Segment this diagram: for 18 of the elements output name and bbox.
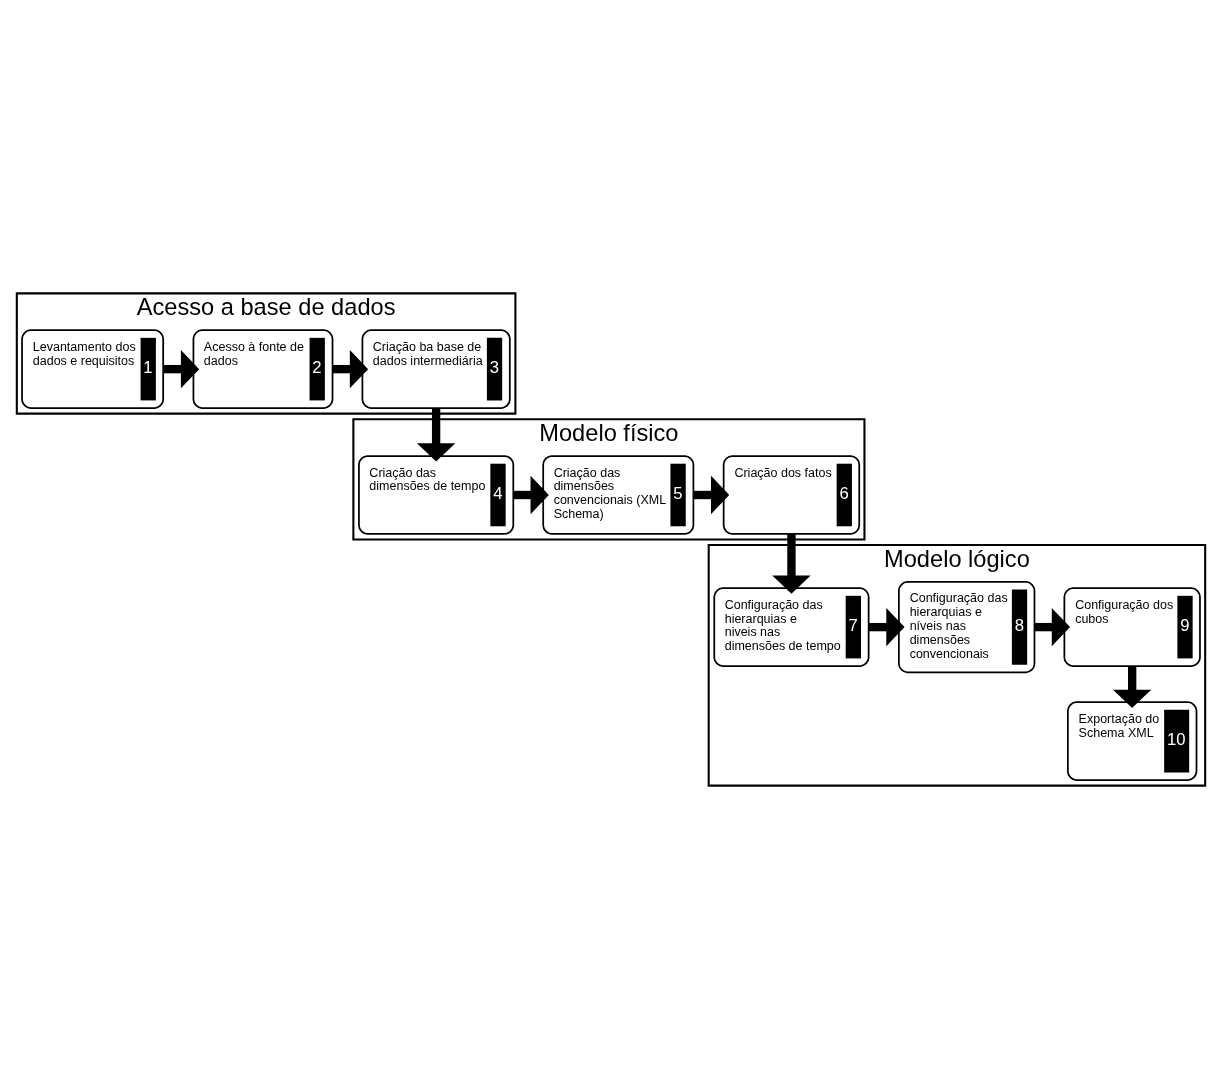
node-box: Configuração dos cubos 9 <box>1063 587 1201 667</box>
arrow <box>513 475 549 515</box>
node-box: Exportação do Schema XML 10 <box>1067 701 1198 781</box>
node-box: Criação das dimensões de tempo 4 <box>358 455 515 535</box>
node-box: Criação dos fatos 6 <box>722 455 861 535</box>
arrow <box>1113 666 1152 708</box>
arrow <box>416 408 456 462</box>
arrow <box>693 475 730 515</box>
node-box: Configuração das hierarquias e niveis nas dimensões de tempo 7 <box>713 587 870 667</box>
node-box: Configuração das hierarquias e níveis nas dimensões convencionais 8 <box>898 581 1036 674</box>
node-box: Acesso à fonte de dados 2 <box>192 329 334 409</box>
arrow <box>163 349 200 389</box>
node-box: Criação ba base de dados intermediária 3 <box>361 329 511 409</box>
arrow <box>868 607 905 647</box>
arrow <box>1034 607 1071 647</box>
arrow <box>332 349 369 389</box>
node-box: Levantamento dos dados e requisitos 1 <box>21 329 165 409</box>
arrow <box>772 534 811 594</box>
